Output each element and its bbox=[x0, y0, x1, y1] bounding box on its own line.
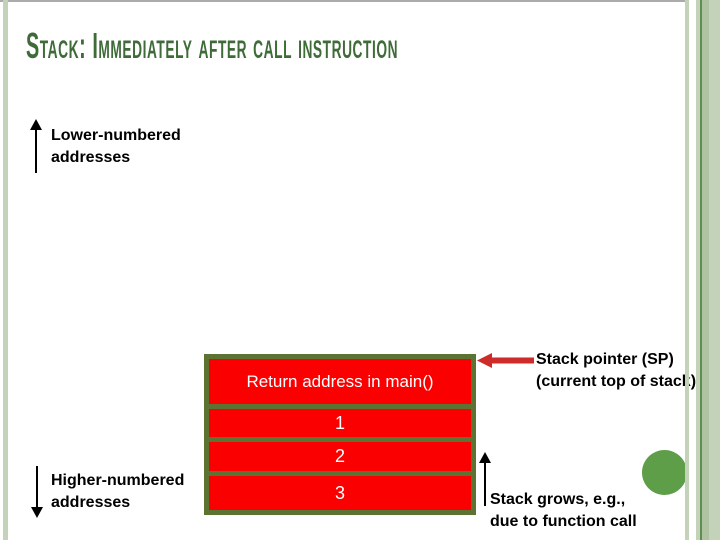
left-accent-stripe bbox=[3, 0, 8, 540]
up-arrow-icon bbox=[29, 119, 43, 173]
right-stripe-4 bbox=[709, 0, 720, 540]
page-title: Stack: Immediately after call instructio… bbox=[26, 25, 399, 66]
stack-cell-1: 1 bbox=[209, 409, 471, 437]
stack-cell-3: 3 bbox=[209, 476, 471, 510]
stack-pointer-arrow-icon bbox=[477, 351, 534, 370]
stack-grows-label: Stack grows, e.g., due to function call bbox=[490, 491, 637, 530]
stack-grows-arrow-icon bbox=[478, 452, 492, 506]
lower-addresses-label: Lower-numbered addresses bbox=[51, 127, 181, 166]
stack-cell-return-address: Return address in main() bbox=[209, 359, 471, 404]
green-circle-decoration bbox=[642, 450, 687, 495]
stack-cell-2: 2 bbox=[209, 442, 471, 471]
right-stripe-2 bbox=[696, 0, 700, 540]
right-stripe-dark-line bbox=[700, 0, 702, 540]
top-border-line bbox=[0, 0, 686, 2]
down-arrow-icon bbox=[30, 466, 44, 518]
stack-table: Return address in main() 1 2 3 bbox=[204, 354, 476, 515]
higher-addresses-label: Higher-numbered addresses bbox=[51, 472, 185, 511]
right-stripe-3 bbox=[702, 0, 709, 540]
right-stripe-1 bbox=[685, 0, 689, 540]
stack-pointer-label: Stack pointer (SP) (current top of stack… bbox=[536, 351, 697, 390]
